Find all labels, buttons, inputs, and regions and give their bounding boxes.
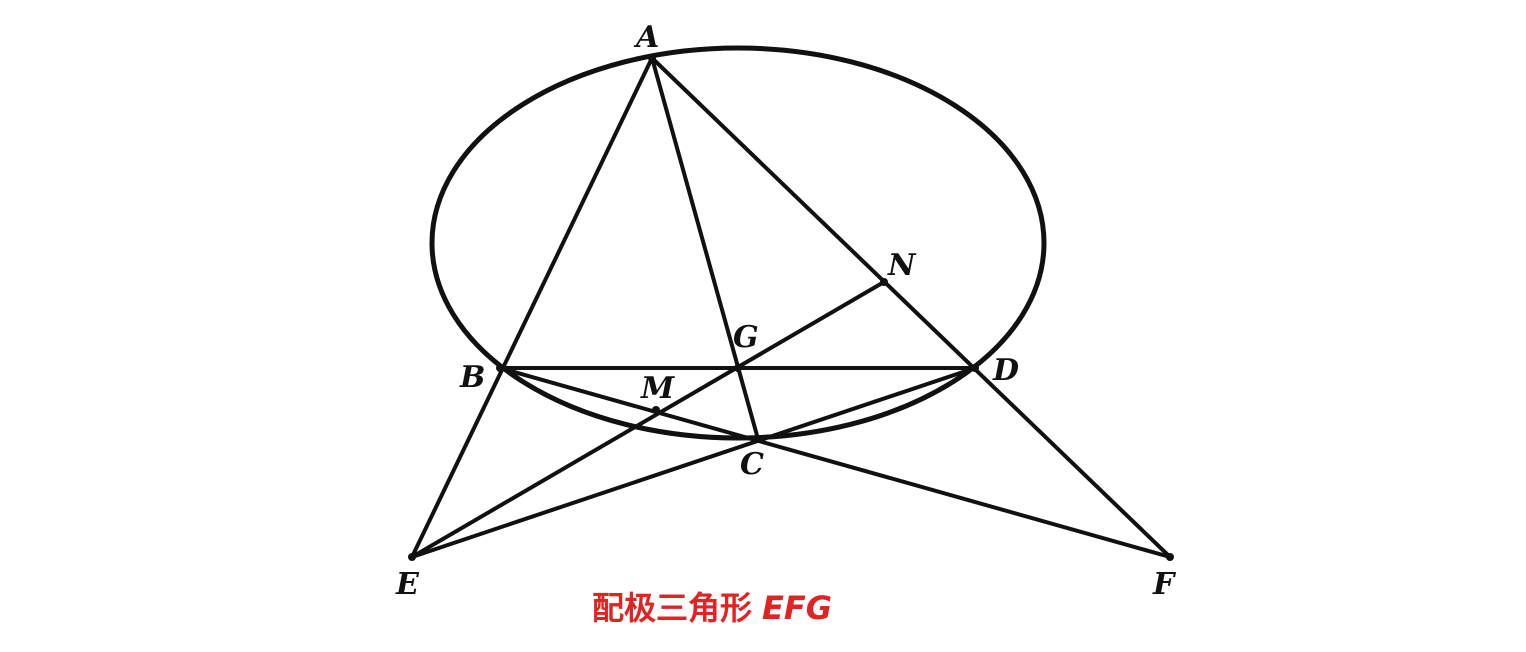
point-c bbox=[754, 435, 762, 443]
line-a-e bbox=[410, 56, 654, 559]
line-b-f bbox=[498, 366, 1172, 559]
caption-label: EFG bbox=[762, 589, 832, 627]
label-d: D bbox=[992, 353, 1019, 388]
point-a bbox=[648, 54, 656, 62]
line-d-e bbox=[410, 366, 977, 559]
label-g: G bbox=[733, 320, 759, 355]
point-g bbox=[734, 364, 742, 372]
ellipse-conic bbox=[429, 45, 1047, 441]
label-b: B bbox=[459, 360, 485, 395]
caption-text: 配极三角形 bbox=[592, 589, 753, 627]
diagonal-a-c bbox=[650, 56, 760, 441]
point-m bbox=[652, 406, 660, 414]
label-m: M bbox=[640, 371, 675, 406]
label-n: N bbox=[887, 248, 917, 283]
line-a-f bbox=[650, 56, 1172, 559]
point-b bbox=[496, 364, 504, 372]
label-f: F bbox=[1152, 567, 1177, 602]
label-a: A bbox=[633, 20, 659, 55]
point-d bbox=[971, 364, 979, 372]
label-c: C bbox=[740, 447, 764, 482]
line-e-n bbox=[410, 280, 886, 559]
point-e bbox=[408, 553, 416, 561]
label-e: E bbox=[395, 567, 420, 602]
point-f bbox=[1166, 553, 1174, 561]
point-n bbox=[880, 278, 888, 286]
